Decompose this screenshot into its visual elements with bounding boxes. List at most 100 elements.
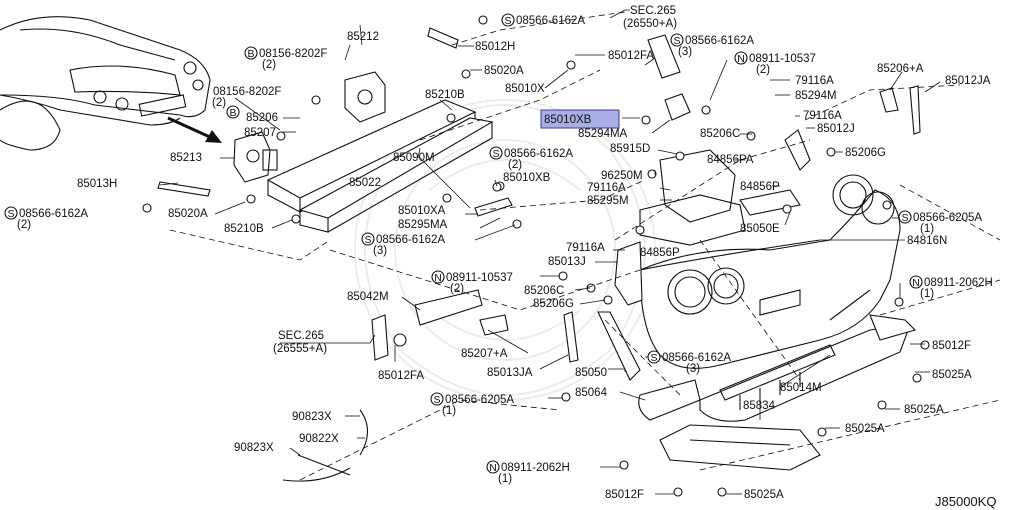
moulding-90822X <box>282 409 369 482</box>
diagram-code: J85000KQ <box>935 494 996 509</box>
side-trim-85050 <box>597 311 641 381</box>
label-85206: 85206 <box>246 112 278 124</box>
prefix-n-2062b: N <box>486 460 500 474</box>
leader-lines <box>159 9 941 495</box>
part-labels: SEC.265 (26550+A) 08566-6162A 85012H 850… <box>17 5 996 509</box>
moulding-85042M <box>414 289 483 326</box>
label-85834: 85834 <box>743 400 776 412</box>
label-85050: 85050 <box>575 367 607 379</box>
bracket-85012FA-top <box>647 34 681 79</box>
label-85013J: 85013J <box>548 256 586 268</box>
bracket-85206A <box>879 85 921 135</box>
label-85090M: 85090M <box>393 152 435 164</box>
svg-text:N: N <box>912 277 920 289</box>
label-08911-mid: 08911-10537 <box>446 272 513 284</box>
label-90823X-2: 90823X <box>234 442 274 454</box>
label-08566-6205-qty: (1) <box>920 223 934 235</box>
label-85012F-r: 85012F <box>932 340 971 352</box>
label-08566-bot: 08566-6162A <box>662 352 731 364</box>
label-85012F-bot: 85012F <box>605 489 644 501</box>
label-85012FA-top: 85012FA <box>608 50 654 62</box>
label-85294MA: 85294MA <box>578 128 628 140</box>
label-08566-top: 08566-6162A <box>516 15 585 27</box>
label-85013H: 85013H <box>77 178 117 190</box>
label-08566-6205b-qty: (1) <box>442 405 456 417</box>
lamp-sec265 <box>371 314 407 361</box>
label-85206A: 85206+A <box>877 63 924 75</box>
label-85010XA: 85010XA <box>398 205 446 217</box>
label-85064: 85064 <box>575 387 608 399</box>
prefix-n-2062: N <box>909 275 923 289</box>
label-08566-6205: 08566-6205A <box>913 212 982 224</box>
label-85050E: 85050E <box>740 223 780 235</box>
label-08566-top2-qty: (3) <box>678 46 692 58</box>
label-84856P-1: 84856P <box>740 181 780 193</box>
bracket-85012F-right <box>869 314 917 341</box>
prefix-s-bot: S <box>647 350 661 364</box>
label-84816N: 84816N <box>907 235 947 247</box>
prefix-s-top: S <box>501 13 515 27</box>
label-08566-top2: 08566-6162A <box>685 35 754 47</box>
prefix-n-mid: N <box>431 270 445 284</box>
label-08911-2062-qty: (1) <box>920 288 934 300</box>
stay-85012H <box>427 27 459 49</box>
prefix-s-top2: S <box>670 33 684 47</box>
heat-shield-84856P <box>639 149 801 246</box>
label-08156-b-qty: (2) <box>212 97 226 109</box>
label-85207A: 85207+A <box>461 348 508 360</box>
car-rear-illustration <box>0 16 211 151</box>
label-85294M: 85294M <box>795 90 837 102</box>
label-08566-6205b: 08566-6205A <box>445 394 514 406</box>
label-85206G-top: 85206G <box>845 147 886 159</box>
label-85012J: 85012J <box>817 123 855 135</box>
label-85295M: 85295M <box>587 195 629 207</box>
prefix-b-b: B <box>226 105 240 119</box>
svg-text:B: B <box>247 48 254 60</box>
label-85020A-left: 85020A <box>168 208 208 220</box>
svg-text:S: S <box>364 234 371 246</box>
svg-text:S: S <box>901 212 908 224</box>
label-08566-mid: 08566-6162A <box>504 148 573 160</box>
label-90823X-1: 90823X <box>292 411 332 423</box>
label-85213: 85213 <box>170 152 202 164</box>
lower-cover-85834 <box>659 424 821 471</box>
svg-text:N: N <box>434 272 442 284</box>
label-sec265-a: SEC.265 <box>630 5 676 17</box>
label-85210B-left: 85210B <box>224 223 264 235</box>
prefix-s-left: S <box>4 206 18 220</box>
label-sec265-b: SEC.265 <box>278 330 324 342</box>
reflector-85064 <box>638 379 701 421</box>
bracket-85213 <box>233 131 278 183</box>
label-08566-mid-qty: (2) <box>508 159 522 171</box>
label-08911-2062b: 08911-2062H <box>501 462 570 474</box>
label-85207: 85207 <box>244 127 276 139</box>
label-85010XB: 85010XB <box>544 114 592 126</box>
label-85206C-mid: 85206C <box>524 285 564 297</box>
label-85042M: 85042M <box>347 291 389 303</box>
label-79116A-2: 79116A <box>803 110 842 122</box>
label-08566-b2: 08566-6162A <box>376 234 445 246</box>
bracket-85010XA <box>442 181 513 217</box>
label-08911-mid-qty: (2) <box>450 283 464 295</box>
bracket-85294MA <box>641 93 691 125</box>
label-85010X: 85010X <box>505 83 545 95</box>
label-85025A-4: 85025A <box>744 489 784 501</box>
label-85012JA: 85012JA <box>945 75 991 87</box>
label-84856P-2: 84856P <box>640 247 680 259</box>
circled-prefixes: S S N B B S S S S N N S S N <box>4 13 923 474</box>
svg-text:N: N <box>489 462 497 474</box>
svg-text:S: S <box>504 15 511 27</box>
label-08566-b2-qty: (3) <box>373 245 387 257</box>
label-85012H: 85012H <box>475 41 515 53</box>
label-79116A-1: 79116A <box>795 75 834 87</box>
stay-85013JA <box>563 311 579 363</box>
svg-text:S: S <box>433 394 440 406</box>
svg-text:S: S <box>492 148 499 160</box>
label-85206C-top: 85206C <box>700 128 740 140</box>
label-85022: 85022 <box>349 177 381 189</box>
side-bracket-85012J <box>784 129 811 171</box>
diffuser-85014M <box>699 324 911 422</box>
label-85025A-2: 85025A <box>904 404 944 416</box>
label-85010XB-2: 85010XB <box>503 172 551 184</box>
label-sec265-a-sub: (26550+A) <box>623 18 677 30</box>
